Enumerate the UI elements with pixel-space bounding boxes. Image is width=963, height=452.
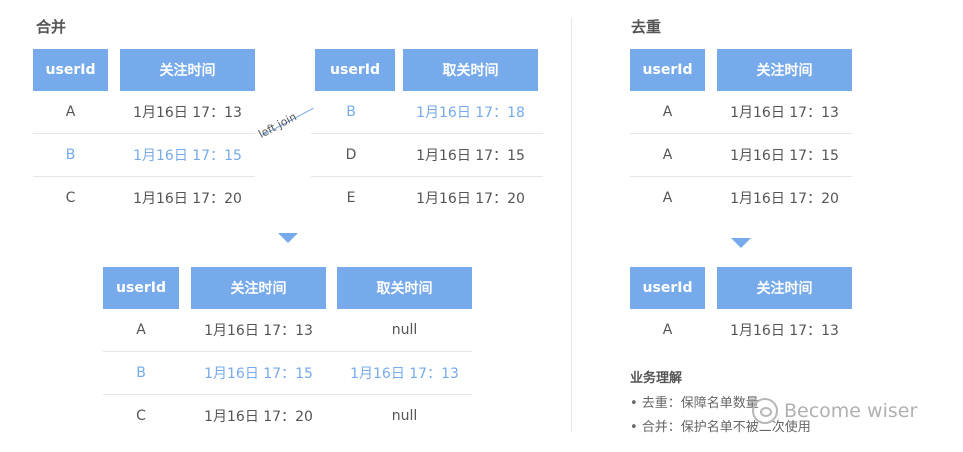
column-header-userid: userId	[630, 49, 705, 91]
cell-follow-time: 1月16日 17：20	[730, 191, 839, 207]
merge-result-table: userId 关注时间 取关时间 A 1月16日 17：13 null B 1月…	[103, 267, 472, 437]
column-header-userid: userId	[630, 267, 705, 309]
dedup-down-arrow-icon	[731, 238, 751, 248]
column-header-userid: userId	[103, 267, 179, 309]
join-label: left join	[256, 110, 299, 141]
section-divider	[571, 18, 572, 432]
column-header-userid: userId	[315, 49, 395, 91]
table-row: C 1月16日 17：20	[33, 177, 255, 219]
wechat-logo-icon	[752, 398, 778, 424]
watermark: Become wiser	[752, 398, 917, 424]
merge-down-arrow-icon	[278, 233, 298, 243]
dedup-result-table: userId 关注时间 A 1月16日 17：13	[630, 267, 852, 353]
watermark-text: Become wiser	[784, 400, 918, 422]
cell-follow-time: 1月16日 17：15	[204, 366, 313, 382]
table-row: A 1月16日 17：13 null	[103, 309, 472, 352]
table-row: B 1月16日 17：15	[33, 134, 255, 177]
cell-userid: A	[662, 190, 673, 206]
cell-follow-time: 1月16日 17：13	[730, 323, 839, 339]
business-note-dedup: • 去重：保障名单数量	[630, 396, 759, 411]
merge-section-title: 合并	[36, 18, 67, 36]
table-row: D 1月16日 17：15	[311, 134, 543, 177]
table-row: B 1月16日 17：18	[311, 91, 543, 134]
cell-follow-time: 1月16日 17：13	[204, 323, 313, 339]
column-header-follow-time: 关注时间	[191, 267, 326, 309]
table-row: A 1月16日 17：15	[630, 134, 852, 177]
business-notes-title: 业务理解	[630, 371, 683, 386]
column-header-follow-time: 关注时间	[717, 49, 852, 91]
cell-unfollow-time: 1月16日 17：13	[350, 366, 459, 382]
cell-userid: A	[662, 104, 673, 120]
column-header-userid: userId	[33, 49, 108, 91]
cell-userid: C	[136, 408, 146, 424]
cell-unfollow-time: null	[391, 322, 418, 338]
table-row: E 1月16日 17：20	[311, 177, 543, 219]
table-row: A 1月16日 17：13	[630, 309, 852, 351]
dedup-section-title: 去重	[631, 18, 662, 36]
cell-follow-time: 1月16日 17：15	[730, 148, 839, 164]
cell-userid: C	[65, 190, 76, 206]
cell-follow-time: 1月16日 17：13	[133, 105, 242, 121]
cell-unfollow-time: 1月16日 17：18	[416, 105, 525, 121]
cell-follow-time: 1月16日 17：20	[133, 191, 242, 207]
cell-userid: A	[65, 104, 76, 120]
merge-left-table: userId 关注时间 A 1月16日 17：13 B 1月16日 17：15 …	[33, 49, 255, 219]
table-row: B 1月16日 17：15 1月16日 17：13	[103, 352, 472, 395]
cell-unfollow-time: 1月16日 17：15	[416, 148, 525, 164]
cell-unfollow-time: 1月16日 17：20	[416, 191, 525, 207]
cell-userid: A	[662, 147, 673, 163]
dedup-source-table: userId 关注时间 A 1月16日 17：13 A 1月16日 17：15 …	[630, 49, 852, 219]
table-row: A 1月16日 17：13	[33, 91, 255, 134]
cell-follow-time: 1月16日 17：15	[133, 148, 242, 164]
cell-userid: B	[346, 104, 356, 120]
cell-unfollow-time: null	[391, 408, 418, 424]
cell-userid: B	[136, 365, 146, 381]
column-header-follow-time: 关注时间	[717, 267, 852, 309]
cell-userid: E	[346, 190, 356, 206]
cell-userid: A	[136, 322, 146, 338]
cell-userid: D	[345, 147, 357, 163]
table-row: C 1月16日 17：20 null	[103, 395, 472, 437]
cell-follow-time: 1月16日 17：13	[730, 105, 839, 121]
cell-userid: A	[662, 322, 673, 338]
merge-right-table: userId 取关时间 B 1月16日 17：18 D 1月16日 17：15 …	[311, 49, 543, 219]
cell-userid: B	[65, 147, 76, 163]
table-row: A 1月16日 17：13	[630, 91, 852, 134]
column-header-unfollow-time: 取关时间	[403, 49, 538, 91]
table-row: A 1月16日 17：20	[630, 177, 852, 219]
cell-follow-time: 1月16日 17：20	[204, 409, 313, 425]
column-header-unfollow-time: 取关时间	[337, 267, 472, 309]
column-header-follow-time: 关注时间	[120, 49, 255, 91]
